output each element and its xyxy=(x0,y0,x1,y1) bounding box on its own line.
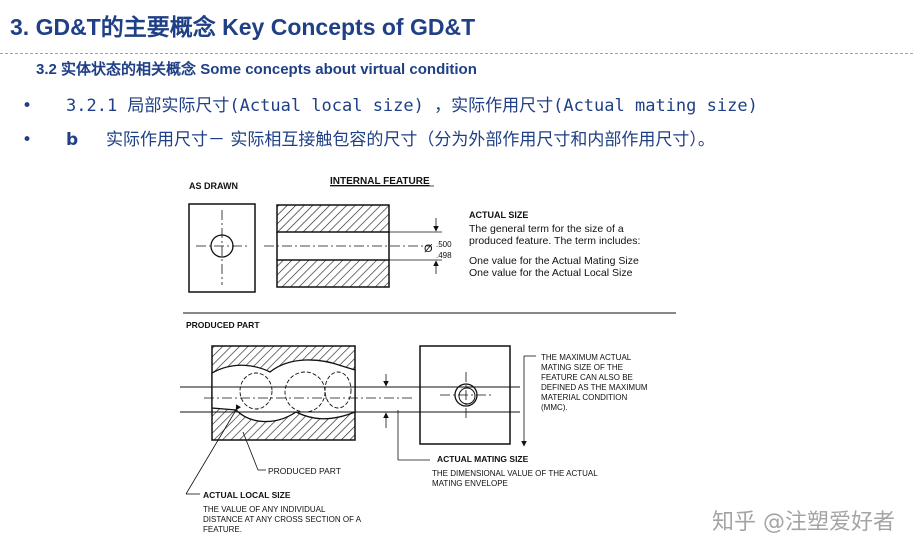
mmc-note-line-1: THE MAXIMUM ACTUAL xyxy=(541,353,632,362)
bullet-text: 实际作用尺寸－ 实际相互接触包容的尺寸（分为外部作用尺寸和内部作用尺寸）。 xyxy=(106,130,715,150)
produced-part-callout: PRODUCED PART xyxy=(268,466,341,476)
dimension-upper: .500 xyxy=(436,240,452,249)
section-lower-wall xyxy=(276,259,390,288)
mmc-note-line-2: MATING SIZE OF THE xyxy=(541,363,623,372)
bullet-text: 3.2.1 局部实际尺寸(Actual local size) ，实际作用尺寸(… xyxy=(66,96,758,116)
actual-local-size-line-1: THE VALUE OF ANY INDIVIDUAL xyxy=(203,505,326,514)
bullet-dot-icon: • xyxy=(22,130,33,150)
slide-title: 3. GD&T的主要概念 Key Concepts of GD&T xyxy=(10,14,476,40)
actual-local-size-heading: ACTUAL LOCAL SIZE xyxy=(203,490,291,500)
as-drawn-label: AS DRAWN xyxy=(189,181,238,191)
bullet-dot-icon: • xyxy=(22,96,33,116)
actual-size-line-1: The general term for the size of a xyxy=(469,223,624,235)
actual-mating-size-line-1: THE DIMENSIONAL VALUE OF THE ACTUAL xyxy=(432,469,598,478)
produced-part-label: PRODUCED PART xyxy=(186,320,260,330)
slide-subtitle: 3.2 实体状态的相关概念 Some concepts about virtua… xyxy=(36,61,477,78)
actual-size-heading: ACTUAL SIZE xyxy=(469,210,528,220)
mmc-note-line-5: MATERIAL CONDITION xyxy=(541,393,627,402)
dimension-lower: .498 xyxy=(436,251,452,260)
mmc-note-line-6: (MMC). xyxy=(541,403,568,412)
diameter-symbol: Ø xyxy=(424,243,433,255)
produced-part-end-view xyxy=(419,345,511,445)
actual-local-size-line-3: FEATURE. xyxy=(203,525,242,534)
internal-feature-label: INTERNAL FEATURE xyxy=(330,176,430,187)
actual-mating-size-line-2: MATING ENVELOPE xyxy=(432,479,508,488)
title-divider xyxy=(0,53,913,54)
mmc-note-line-3: FEATURE CAN ALSO BE xyxy=(541,373,633,382)
mmc-note-line-4: DEFINED AS THE MAXIMUM xyxy=(541,383,648,392)
bullet-item-1: • 3.2.1 局部实际尺寸(Actual local size) ，实际作用尺寸… xyxy=(22,91,758,116)
section-upper-wall xyxy=(276,204,390,233)
as-drawn-part xyxy=(188,203,256,293)
actual-size-line-2: produced feature. The term includes: xyxy=(469,235,640,247)
bullet-item-2: • b 实际作用尺寸－ 实际相互接触包容的尺寸（分为外部作用尺寸和内部作用尺寸）。 xyxy=(22,125,715,150)
actual-size-line-5: One value for the Actual Local Size xyxy=(469,267,633,279)
actual-mating-size-heading: ACTUAL MATING SIZE xyxy=(437,454,529,464)
watermark: 知乎 @注塑爱好者 xyxy=(712,510,895,535)
bullet-key: b xyxy=(66,130,79,150)
actual-local-size-line-2: DISTANCE AT ANY CROSS SECTION OF A xyxy=(203,515,362,524)
actual-size-line-4: One value for the Actual Mating Size xyxy=(469,255,639,267)
